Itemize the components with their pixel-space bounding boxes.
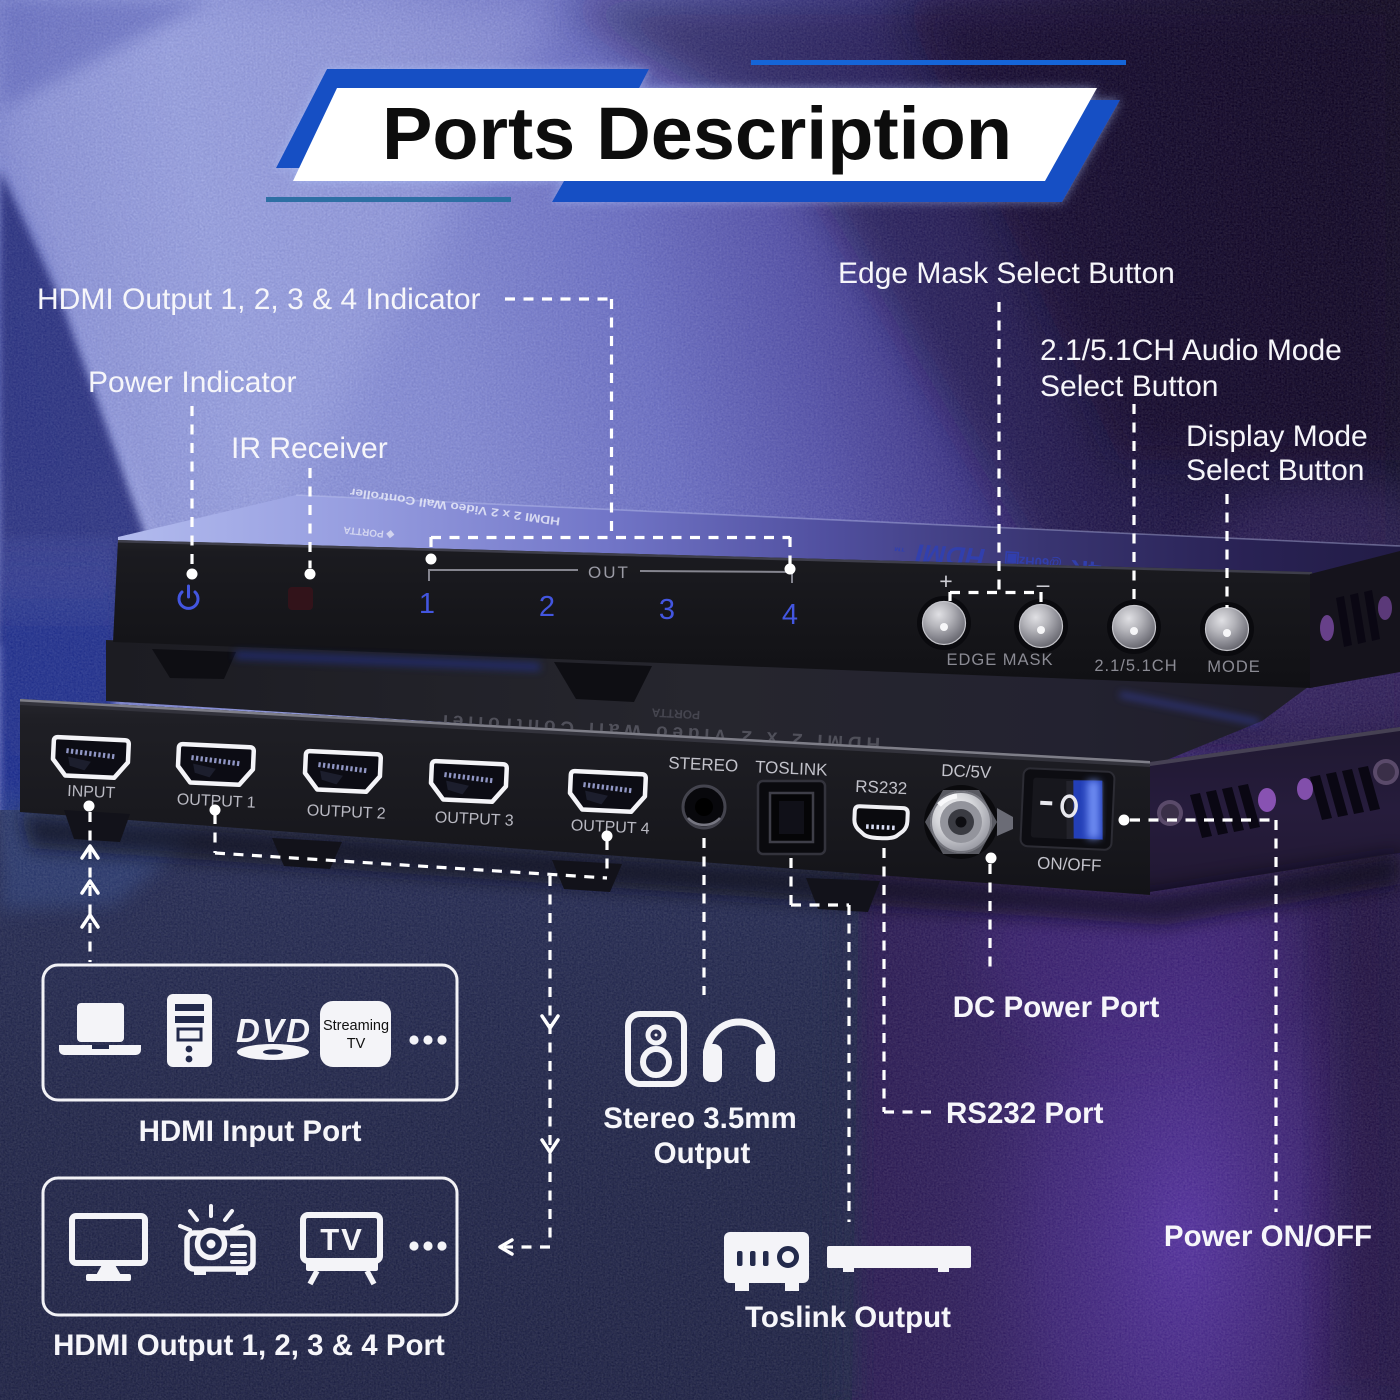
svg-text:3: 3 xyxy=(659,594,675,626)
svg-text:–: – xyxy=(1037,571,1050,597)
svg-text:PORTTA: PORTTA xyxy=(651,705,700,722)
svg-text:RS232 Port: RS232 Port xyxy=(946,1097,1104,1130)
svg-text:HDMI Input Port: HDMI Input Port xyxy=(139,1115,362,1148)
svg-text:EDGE MASK: EDGE MASK xyxy=(946,651,1053,669)
svg-text:STEREO: STEREO xyxy=(668,753,739,775)
svg-text:Power ON/OFF: Power ON/OFF xyxy=(1164,1220,1372,1253)
svg-text:DC/5V: DC/5V xyxy=(941,761,993,782)
svg-text:◆ PORTTA: ◆ PORTTA xyxy=(343,524,396,540)
svg-text:ON/OFF: ON/OFF xyxy=(1037,854,1102,876)
svg-text:Select Button: Select Button xyxy=(1040,370,1218,403)
svg-text:+: + xyxy=(939,568,952,594)
svg-text:Edge Mask Select Button: Edge Mask Select Button xyxy=(838,257,1175,290)
svg-text:OUT: OUT xyxy=(588,563,630,582)
svg-text:HDMI Output 1, 2, 3 & 4 Indica: HDMI Output 1, 2, 3 & 4 Indicator xyxy=(37,283,481,316)
svg-text:TOSLINK: TOSLINK xyxy=(755,757,829,779)
svg-text:MODE: MODE xyxy=(1207,658,1261,676)
svg-text:DVD: DVD xyxy=(236,1012,310,1049)
svg-text:1: 1 xyxy=(419,588,435,620)
svg-text:Output: Output xyxy=(654,1137,751,1170)
svg-text:Streaming: Streaming xyxy=(323,1018,389,1034)
svg-text:OUTPUT 1: OUTPUT 1 xyxy=(176,791,256,812)
svg-text:RS232: RS232 xyxy=(855,777,908,798)
svg-text:DC Power Port: DC Power Port xyxy=(953,991,1160,1024)
svg-text:Ports Description: Ports Description xyxy=(382,92,1012,175)
svg-text:TV: TV xyxy=(347,1036,366,1052)
svg-text:OUTPUT 2: OUTPUT 2 xyxy=(306,802,386,823)
svg-text:HDMI Output 1, 2, 3 & 4 Port: HDMI Output 1, 2, 3 & 4 Port xyxy=(53,1329,445,1362)
svg-text:Power Indicator: Power Indicator xyxy=(88,366,296,399)
svg-text:Display Mode: Display Mode xyxy=(1186,420,1368,453)
svg-text:OUTPUT 3: OUTPUT 3 xyxy=(434,809,514,830)
svg-text:2: 2 xyxy=(539,591,555,623)
svg-text:TV: TV xyxy=(320,1222,364,1257)
svg-text:™: ™ xyxy=(893,540,906,555)
svg-text:Stereo 3.5mm: Stereo 3.5mm xyxy=(603,1102,796,1135)
svg-text:Select Button: Select Button xyxy=(1186,454,1364,487)
svg-text:4: 4 xyxy=(782,599,798,631)
svg-text:IR Receiver: IR Receiver xyxy=(231,432,388,465)
svg-text:2.1/5.1CH Audio Mode: 2.1/5.1CH Audio Mode xyxy=(1040,334,1342,367)
svg-text:2.1/5.1CH: 2.1/5.1CH xyxy=(1094,657,1177,675)
svg-text:Toslink Output: Toslink Output xyxy=(745,1301,951,1334)
svg-text:OUTPUT 4: OUTPUT 4 xyxy=(570,817,650,838)
svg-text:INPUT: INPUT xyxy=(67,783,116,802)
